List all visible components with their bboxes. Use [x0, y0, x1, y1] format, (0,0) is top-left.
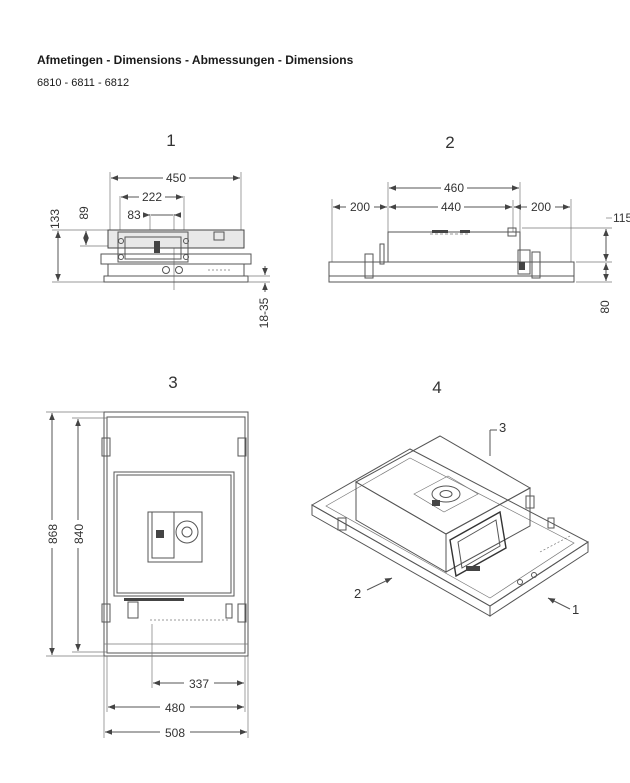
dim-868: 868	[46, 524, 60, 544]
dim-480: 480	[165, 701, 185, 715]
dim-450: 450	[166, 171, 186, 185]
dim-440: 440	[441, 200, 461, 214]
view-1-front: 1 450 222 83 133 89	[48, 131, 271, 328]
view-2-number: 2	[445, 133, 454, 152]
view-2-side: 2 460 440 200 200	[328, 133, 630, 314]
view-4-isometric: 4 3 2 1	[310, 378, 589, 617]
callout-2: 2	[354, 586, 361, 601]
dim-337: 337	[189, 677, 209, 691]
page-title: Afmetingen - Dimensions - Abmessungen - …	[37, 53, 354, 67]
dim-460: 460	[444, 181, 464, 195]
dim-89: 89	[77, 206, 91, 220]
dim-840: 840	[72, 524, 86, 544]
dim-80: 80	[598, 300, 612, 314]
dim-200-right: 200	[531, 200, 551, 214]
dim-200-left: 200	[350, 200, 370, 214]
view-1-number: 1	[166, 131, 175, 150]
model-numbers: 6810 - 6811 - 6812	[37, 77, 130, 89]
dim-18-35: 18-35	[257, 297, 271, 328]
dim-508: 508	[165, 726, 185, 740]
view-3-number: 3	[168, 373, 177, 392]
dim-133: 133	[48, 209, 62, 229]
callout-3: 3	[499, 420, 506, 435]
view-3-top: 3 868 840	[45, 373, 249, 740]
dim-83: 83	[127, 208, 141, 222]
dim-115: 115	[613, 211, 630, 225]
view-4-number: 4	[432, 378, 441, 397]
callout-1: 1	[572, 602, 579, 617]
dim-222: 222	[142, 190, 162, 204]
